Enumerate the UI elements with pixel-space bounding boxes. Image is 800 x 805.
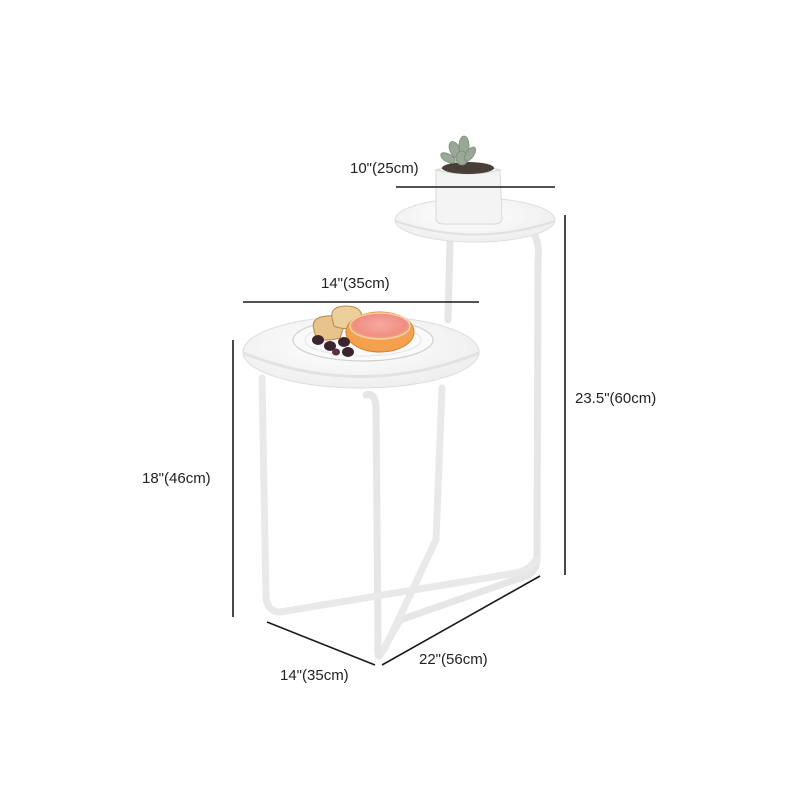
bottom-tier-diameter-label: 14"(35cm) xyxy=(321,275,390,292)
top-tier-diameter-label: 10"(25cm) xyxy=(350,160,419,177)
dim-line-base-width xyxy=(381,575,541,666)
berries xyxy=(312,335,354,357)
base-width-label: 22"(56cm) xyxy=(419,651,488,668)
succulent-pot xyxy=(434,135,503,225)
succulent-plant xyxy=(440,135,477,166)
lower-tier-frame xyxy=(258,374,540,654)
base-depth-label: 14"(35cm) xyxy=(280,667,349,684)
bottom-tier-height-label: 18"(46cm) xyxy=(142,470,211,487)
plate-with-food xyxy=(292,305,434,362)
total-height-label: 23.5"(60cm) xyxy=(575,390,657,407)
dim-line-base-depth xyxy=(266,621,376,666)
dimension-lines xyxy=(232,186,566,666)
